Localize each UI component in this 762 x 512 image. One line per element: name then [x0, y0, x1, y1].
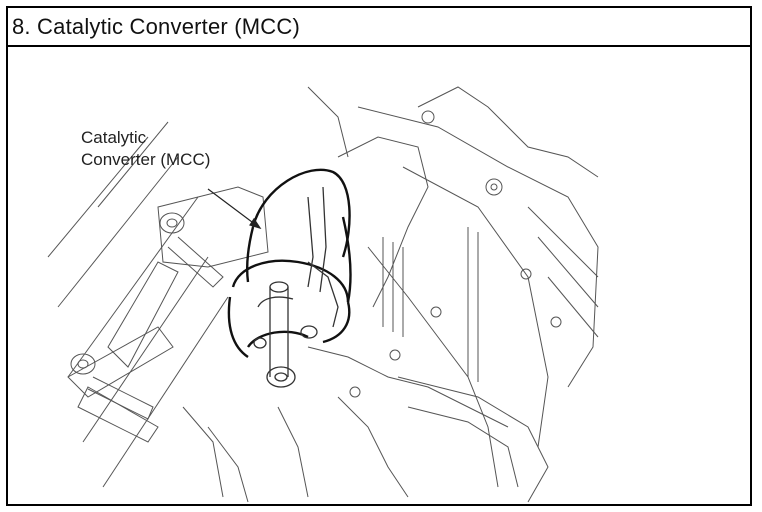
callout-line-1: Catalytic: [81, 128, 147, 147]
section-title: 8. Catalytic Converter (MCC): [12, 13, 300, 39]
section-header: 8. Catalytic Converter (MCC): [8, 8, 750, 47]
catalytic-converter-illustration: Catalytic Converter (MCC): [8, 47, 750, 504]
document-frame: 8. Catalytic Converter (MCC): [6, 6, 752, 506]
engine-line-drawing: [47, 86, 599, 503]
callout-label: Catalytic Converter (MCC): [81, 127, 210, 171]
callout-line-2: Converter (MCC): [81, 150, 211, 169]
